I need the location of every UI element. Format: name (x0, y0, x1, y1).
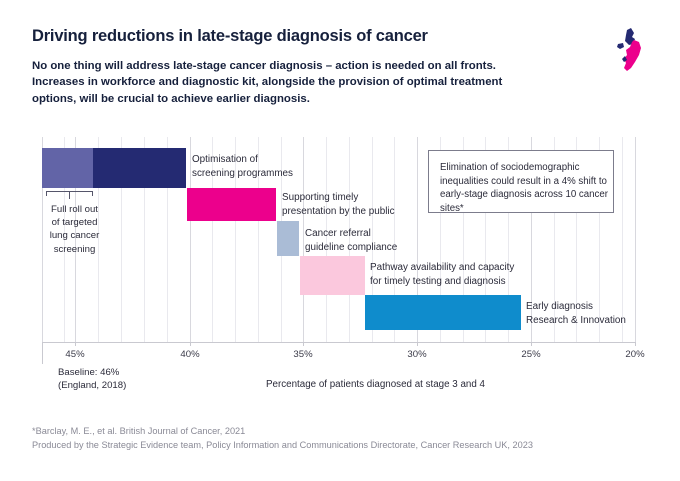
bar-label-optimisation-screening-programmes: Optimisation of screening programmes (192, 154, 293, 179)
x-axis-line (42, 342, 635, 343)
x-axis-tick-45 (75, 342, 76, 346)
x-axis-tick-35 (303, 342, 304, 346)
x-axis-label-20: 20% (625, 349, 645, 360)
x-axis-label-25: 25% (521, 349, 541, 360)
callout-box: Elimination of sociodemographic inequali… (428, 150, 614, 214)
bar-label-early-diagnosis-research-innovation: Early diagnosis Research & Innovation (526, 301, 626, 326)
bar-full-roll-out-lung-screening (42, 148, 93, 188)
chart-plot-area: Optimisation of screening programmes Sup… (42, 137, 636, 342)
footer-producer-note: Produced by the Strategic Evidence team,… (32, 440, 533, 450)
bracket-lung-screening (46, 191, 93, 200)
x-axis-label-30: 30% (407, 349, 427, 360)
footer-source-note: *Barclay, M. E., et al. British Journal … (32, 426, 246, 436)
bracket-label-lung-screening: Full roll out of targeted lung cancer sc… (49, 204, 100, 255)
baseline-stub (42, 342, 43, 364)
page-title: Driving reductions in late-stage diagnos… (32, 27, 428, 45)
bar-early-diagnosis-research-innovation (365, 295, 521, 330)
x-axis-label-45: 45% (65, 349, 85, 360)
bar-pathway-availability-capacity (300, 256, 365, 295)
bar-optimisation-screening-programmes (93, 148, 186, 188)
x-axis-tick-20 (635, 342, 636, 346)
bar-label-supporting-timely-presentation: Supporting timely presentation by the pu… (282, 192, 395, 217)
callout-text: Elimination of sociodemographic inequali… (440, 162, 609, 214)
x-axis-label-35: 35% (293, 349, 313, 360)
bar-cancer-referral-guideline-compliance (277, 221, 299, 256)
x-axis-tick-25 (531, 342, 532, 346)
x-axis-title: Percentage of patients diagnosed at stag… (266, 379, 485, 390)
chart-gridlines (42, 137, 636, 342)
x-axis-label-40: 40% (180, 349, 200, 360)
baseline-note: Baseline: 46% (England, 2018) (58, 367, 127, 392)
bar-label-pathway-availability-capacity: Pathway availability and capacity for ti… (370, 262, 515, 287)
uk-map-logo (617, 28, 641, 71)
bar-label-cancer-referral-guideline-compliance: Cancer referral guideline compliance (305, 228, 398, 253)
x-axis-tick-30 (417, 342, 418, 346)
bar-supporting-timely-presentation (187, 188, 276, 221)
page-subtitle: No one thing will address late-stage can… (32, 60, 503, 105)
x-axis-tick-40 (190, 342, 191, 346)
